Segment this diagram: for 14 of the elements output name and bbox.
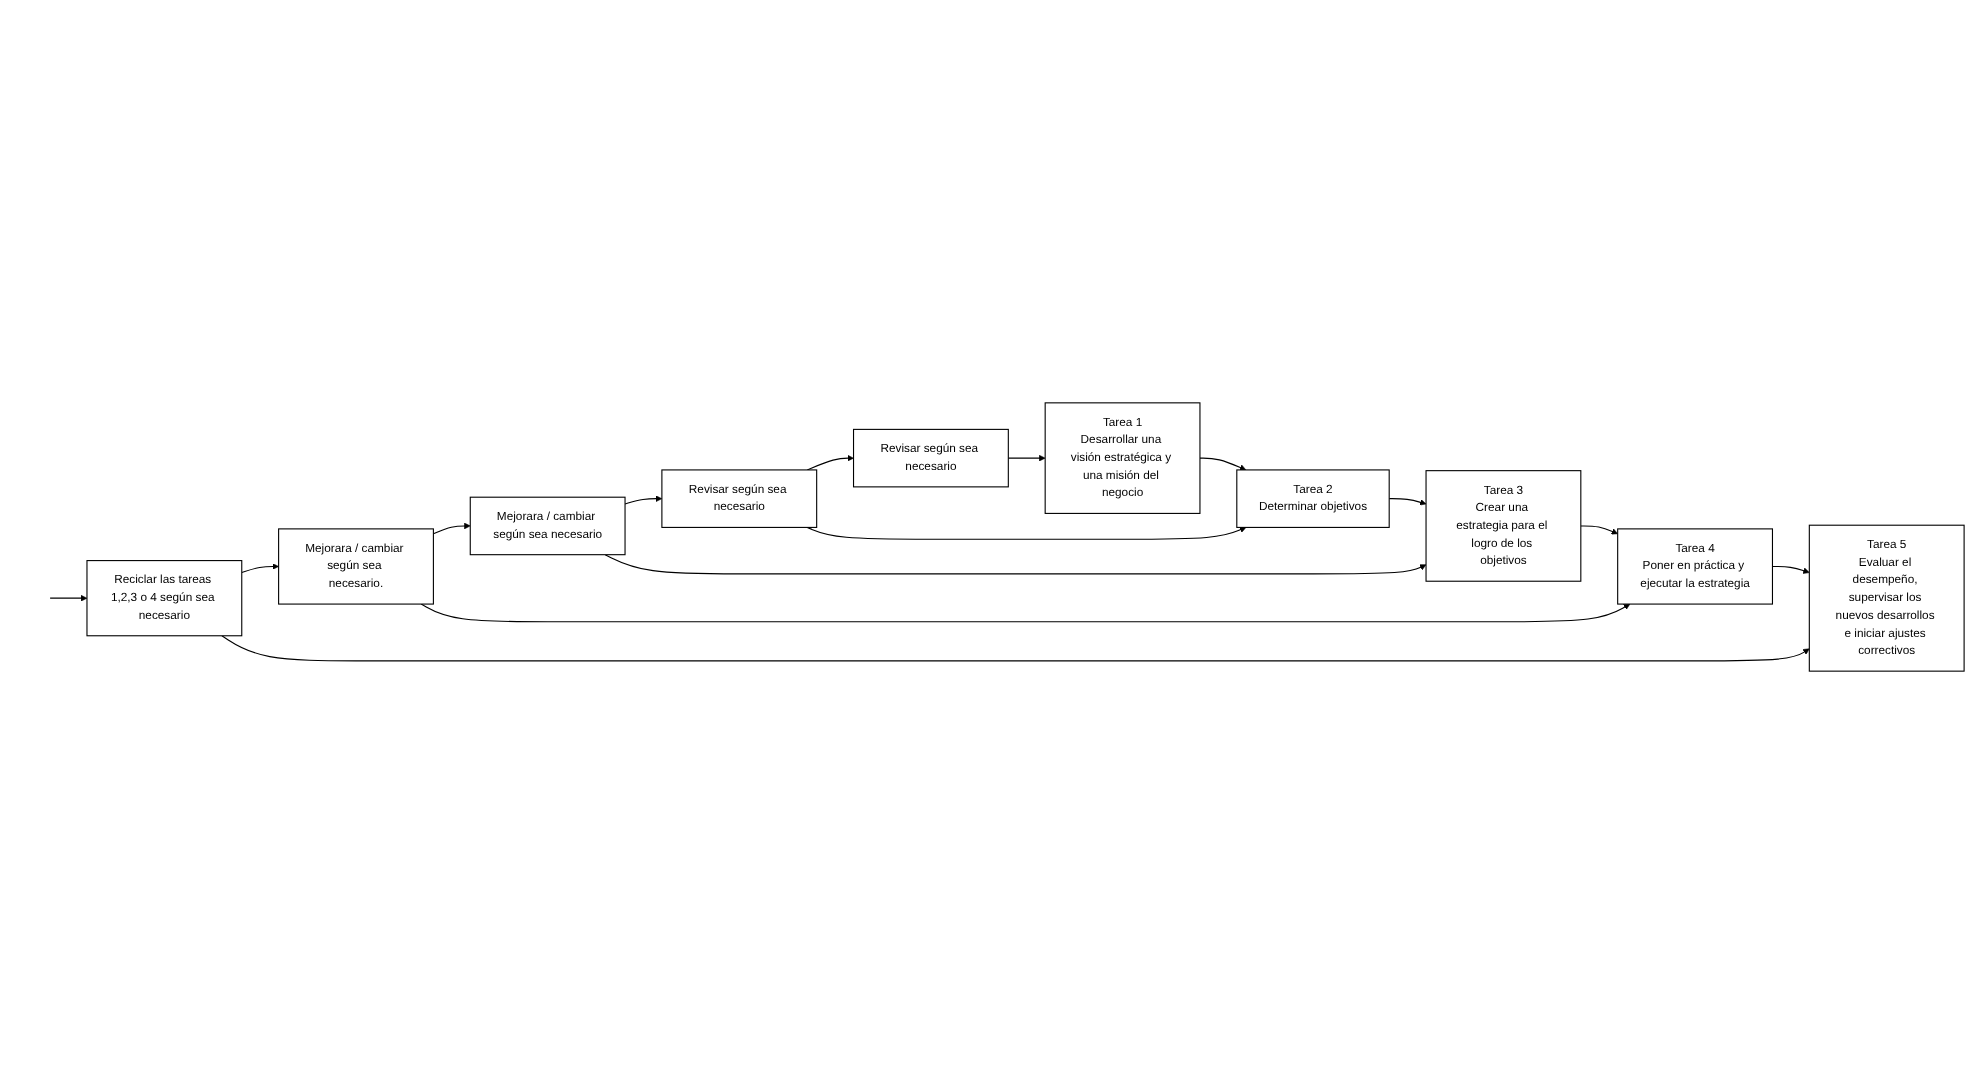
arrow [1007,454,1046,462]
arrow [806,526,1247,540]
arrow [1771,565,1810,574]
arrow [604,554,1427,575]
arrow [241,563,279,574]
arrow [221,635,1810,662]
arrow [420,603,1631,623]
arrow [806,454,854,471]
arrow [432,522,471,535]
arrow [1199,457,1247,471]
arrow [624,495,663,505]
arrow [1580,525,1618,535]
arrow [1388,498,1427,506]
arrow [49,594,88,602]
